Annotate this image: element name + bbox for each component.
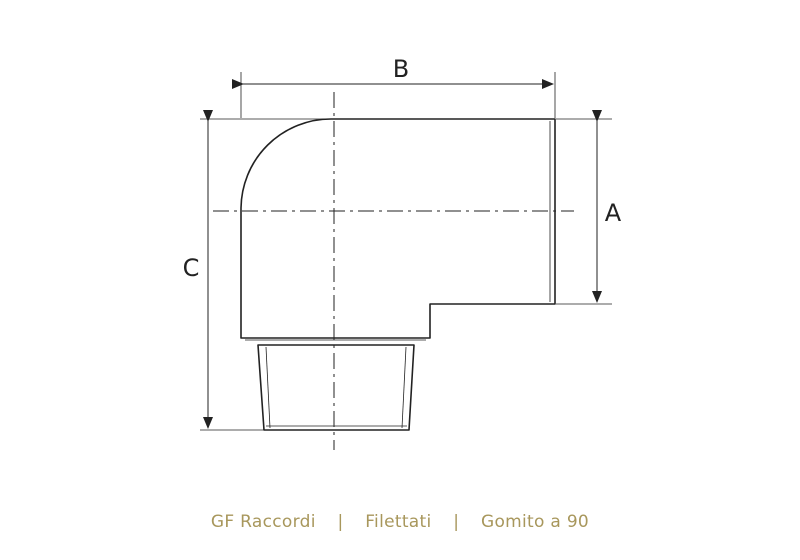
product-caption: GF Raccordi | Filettati | Gomito a 90 [0,512,800,532]
dimension-c-label: C [183,254,200,282]
dimension-a-label: A [605,199,622,227]
threaded-spigot-outline [257,344,415,431]
caption-category: Filettati [365,512,432,532]
caption-product: Gomito a 90 [480,512,590,532]
caption-brand: GF Raccordi [210,512,316,532]
extension-lines [200,72,612,431]
thread-line-right [401,346,407,429]
caption-separator: | [453,512,460,532]
centerlines [213,92,574,450]
thread-line-left [265,346,271,429]
dimension-b-label: B [393,55,409,83]
caption-separator: | [337,512,344,532]
elbow-fitting-diagram: B A C [183,55,622,450]
elbow-body-outline [240,118,556,339]
